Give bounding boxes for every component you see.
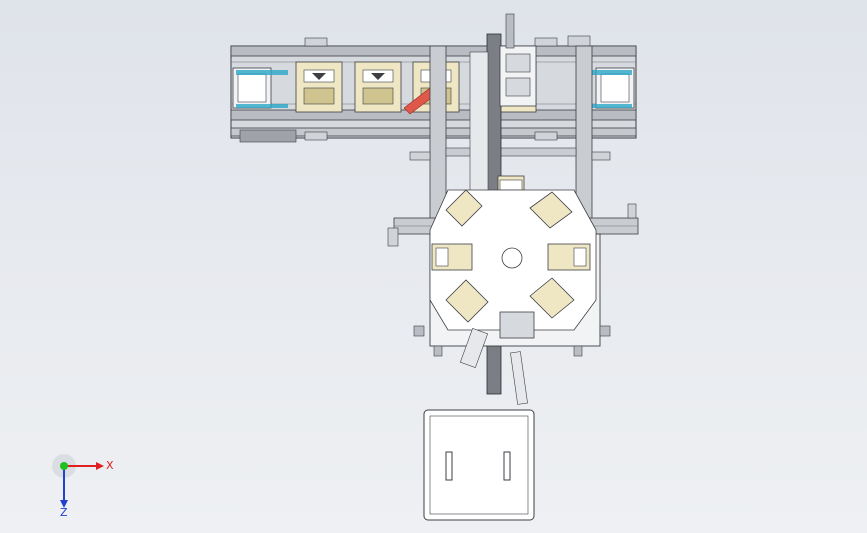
rotary-pocket-ur xyxy=(529,191,573,229)
x-axis-label: X xyxy=(106,459,114,472)
rotary-pocket-ul xyxy=(445,189,483,227)
output-station[interactable] xyxy=(423,409,535,521)
y-axis-dot xyxy=(60,462,68,470)
coordinate-triad[interactable]: X Z xyxy=(48,452,118,518)
fixture-2[interactable] xyxy=(354,61,402,113)
conveyor-end-left xyxy=(232,67,288,109)
fixture-1[interactable] xyxy=(295,61,343,113)
rotary-pocket-lr xyxy=(529,277,575,319)
z-axis-head xyxy=(60,500,68,508)
rotary-pocket-ll xyxy=(445,279,489,323)
rotary-pocket-left xyxy=(431,243,473,271)
rotary-pocket-right xyxy=(547,243,591,271)
conveyor-end-right xyxy=(578,67,635,109)
x-axis-head xyxy=(96,462,104,470)
z-axis-label: Z xyxy=(60,506,68,518)
rotary-table[interactable] xyxy=(413,189,611,405)
